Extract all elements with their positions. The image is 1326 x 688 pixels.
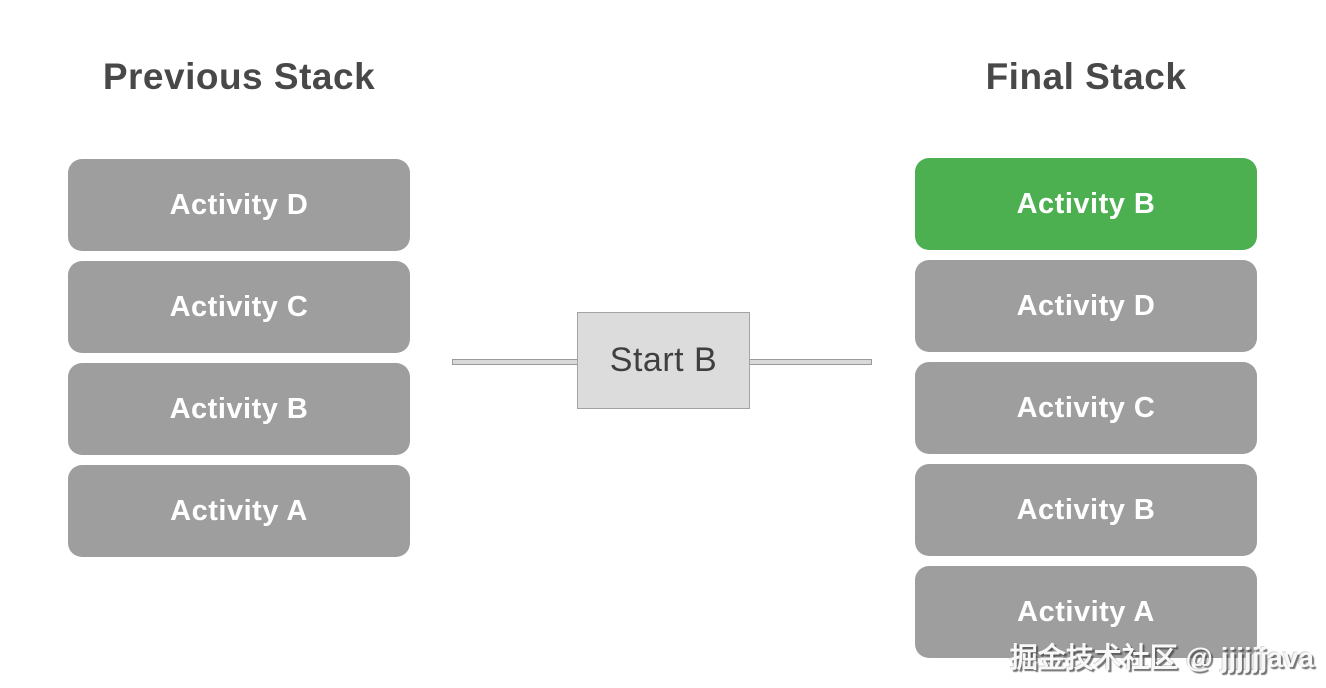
final-stack-item-highlighted: Activity B xyxy=(915,158,1257,250)
final-stack-item: Activity A xyxy=(915,566,1257,658)
final-stack: Activity B Activity D Activity C Activit… xyxy=(915,158,1257,658)
final-stack-title: Final Stack xyxy=(985,56,1187,97)
start-b-connector-box: Start B xyxy=(577,312,750,409)
prev-stack-item: Activity B xyxy=(68,363,410,455)
final-stack-item: Activity B xyxy=(915,464,1257,556)
final-stack-item: Activity D xyxy=(915,260,1257,352)
previous-stack: Activity D Activity C Activity B Activit… xyxy=(68,159,410,557)
prev-stack-item: Activity A xyxy=(68,465,410,557)
watermark: 掘金技术社区 @ jjjjjjava xyxy=(1009,642,1314,673)
final-stack-item: Activity C xyxy=(915,362,1257,454)
prev-stack-item: Activity D xyxy=(68,159,410,251)
prev-stack-item: Activity C xyxy=(68,261,410,353)
previous-stack-title: Previous Stack xyxy=(102,56,376,97)
